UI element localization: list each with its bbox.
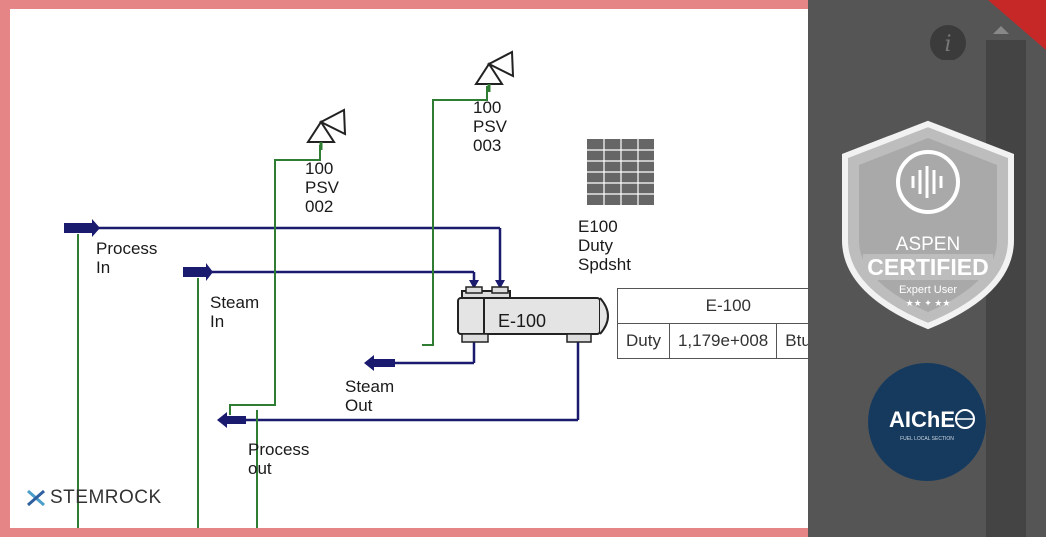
steam-in-label: Steam In [210,293,259,331]
duty-table-row-label: Duty [617,323,670,359]
steam-in-label-line2: In [210,312,225,331]
process-out-label-line1: Process [248,440,310,459]
aiche-subtitle: FUEL LOCAL SECTION [900,436,954,442]
info-icon[interactable] [930,25,966,60]
corner-ribbon [988,0,1046,50]
process-in-label-line2: In [96,258,111,277]
badge-stars: ★★ ✦ ★★ [906,298,951,308]
exchanger-label: E-100 [498,311,547,331]
panel-top-decor: i [930,0,1046,60]
psv-003-label: 100 PSV 003 [473,98,507,155]
badge-line-3: Expert User [899,284,957,296]
duty-table: E-100 Duty 1,179e+008 Btu/hr [617,288,808,359]
process-out-label: Process out [248,440,309,478]
duty-table-value: 1,179e+008 [668,323,778,359]
stemrock-logo: STEMROCK [26,487,162,509]
process-out-label-line2: out [248,459,272,478]
process-in-arrow [64,219,100,237]
psv-003-symbol[interactable] [474,50,515,92]
steam-out-label-line1: Steam [345,377,395,396]
process-out-stream[interactable] [225,340,580,422]
soundwave-icon [911,166,943,198]
aspen-certified-badge: ASPEN CERTIFIED Expert User ★★ ✦ ★★ [842,120,1014,330]
duty-table-header-row: E-100 [617,288,808,324]
aspen-logo-ring [896,150,960,214]
steam-out-label-line2: Out [345,396,373,415]
duty-table-title: E-100 [617,288,808,324]
psv-003-label-line1: 100 [473,98,502,117]
psv-002-label-line3: 002 [305,197,334,216]
steam-out-label: Steam Out [345,377,394,415]
spreadsheet-label-line2: Duty [578,236,613,255]
inlet-arrow-head-2 [495,280,505,289]
steam-in-label-line1: Steam [210,293,260,312]
badge-line-1: ASPEN [896,234,960,255]
green-lines [77,86,488,528]
spreadsheet-label-line3: Spdsht [578,255,631,274]
aiche-logo: AIChE FUEL LOCAL SECTION [868,363,986,481]
flowsheet-canvas: Process In Steam In Steam Out Process ou… [10,9,808,528]
steam-in-stream[interactable] [186,270,476,285]
scroll-up-icon[interactable] [993,26,1009,34]
psv-003-label-line2: PSV [473,117,508,136]
psv-003-label-line3: 003 [473,136,502,155]
psv-002-label-line1: 100 [305,159,334,178]
spreadsheet-label: E100 Duty Spdsht [578,217,631,274]
process-in-stream[interactable] [66,226,502,285]
process-in-label-line1: Process [96,239,158,258]
spreadsheet-icon[interactable] [587,139,654,205]
psv-002-label: 100 PSV 002 [305,159,339,216]
info-icon-glyph: i [944,32,951,57]
duty-table-row: Duty 1,179e+008 Btu/hr [617,323,808,359]
flowsheet-lines [64,50,654,528]
process-out-arrow [217,412,246,428]
steam-out-arrow [364,355,395,371]
psv-002-label-line2: PSV [305,178,340,197]
spreadsheet-label-line1: E100 [578,217,618,236]
steam-in-arrow [183,263,213,281]
aiche-text: AIChE [889,407,955,432]
stemrock-x-icon [27,489,45,507]
duty-table-unit: Btu/hr [776,323,808,359]
heat-exchanger-e100[interactable] [457,286,609,343]
badge-line-2: CERTIFIED [867,254,988,280]
inlet-arrow-head-1 [469,280,479,289]
psv-002-symbol[interactable] [306,108,347,150]
process-in-label: Process In [96,239,157,277]
stemrock-text: STEMROCK [50,487,162,508]
